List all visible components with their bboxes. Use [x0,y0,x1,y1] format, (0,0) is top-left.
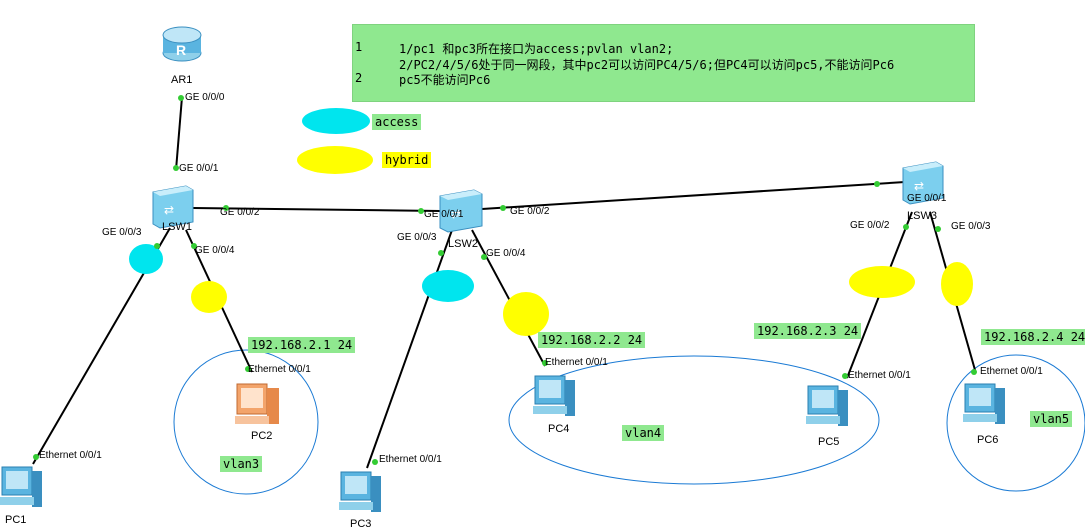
note-line: 2/PC2/4/5/6处于同一网段，其中pc2可以访问PC4/5/6;但PC4可… [399,58,895,72]
vlan3-ellipse [173,349,319,495]
device-label-lsw2: LSW2 [448,238,478,250]
port-dot [903,224,909,230]
switch-icon[interactable]: ⇄ [902,161,944,205]
note-line-number: 1 [355,40,363,54]
link-lsw2-lsw3 [481,181,906,210]
marker-lsw2-g004-hybrid [503,292,549,336]
port-dot [935,226,941,232]
pc-icon[interactable] [533,375,575,416]
ip-label: 192.168.2.1 24 [248,337,356,353]
port-label: GE 0/0/1 [424,209,464,220]
device-label-pc5: PC5 [818,436,840,448]
port-label: Ethernet 0/0/1 [980,366,1043,377]
port-dot [173,165,179,171]
port-label: GE 0/0/2 [510,206,550,217]
port-dot [191,243,197,249]
device-label-pc4: PC4 [548,423,570,435]
marker-lsw3-g002-hybrid [849,266,915,298]
port-dot [971,369,977,375]
device-label-ar1: AR1 [171,74,193,86]
legend-access-label: access [372,114,422,130]
marker-lsw3-g003-hybrid [941,262,973,306]
link-ar1-lsw1 [175,96,183,171]
port-label: Ethernet 0/0/1 [248,364,311,375]
marker-lsw1-g004-hybrid [191,281,227,313]
note-line: pc5不能访问Pc6 [399,73,491,87]
marker-lsw2-g003-access [422,270,474,302]
port-label: GE 0/0/3 [397,232,437,243]
port-dot [223,205,229,211]
svg-text:⇄: ⇄ [914,179,924,193]
link-lsw2-pc3 [366,229,453,469]
port-dot [418,208,424,214]
vlan4-ellipse [508,355,880,485]
port-label: GE 0/0/3 [102,227,142,238]
port-dot [842,373,848,379]
port-label: GE 0/0/0 [185,92,225,103]
port-dot [874,181,880,187]
pc-icon[interactable] [339,471,381,512]
port-dot [542,360,548,366]
link-lsw2-pc4 [471,229,546,367]
ip-label: 192.168.2.4 24 [981,329,1085,345]
port-label: GE 0/0/4 [195,245,235,256]
port-dot [372,459,378,465]
port-label: GE 0/0/4 [486,248,526,259]
switch-icon[interactable]: ⇄ [152,185,194,229]
router-icon[interactable]: R [162,26,202,62]
port-label: Ethernet 0/0/1 [848,370,911,381]
device-label-lsw3: LSW3 [907,210,937,222]
port-dot [33,454,39,460]
port-label: Ethernet 0/0/1 [379,454,442,465]
port-label: GE 0/0/2 [220,207,260,218]
note-box: 1 1/pc1 和pc3所在接口为access;pvlan vlan2; 2/P… [352,24,975,102]
port-dot [154,243,160,249]
port-dot [245,366,251,372]
device-label-lsw1: LSW1 [162,221,192,233]
vlan5-ellipse [946,354,1085,492]
port-label: GE 0/0/3 [951,221,991,232]
port-label: GE 0/0/1 [179,163,219,174]
device-label-pc3: PC3 [350,518,372,530]
pc-icon[interactable] [963,383,1005,424]
device-label-pc1: PC1 [5,514,27,526]
svg-text:⇄: ⇄ [164,203,174,217]
port-label: GE 0/0/2 [850,220,890,231]
legend-access-swatch [302,108,370,134]
port-dot [500,205,506,211]
vlan-label: vlan3 [220,456,263,472]
port-dot [438,250,444,256]
link-lsw1-lsw2 [192,207,441,212]
port-dot [481,254,487,260]
note-line-number: 2 [355,71,363,85]
port-label: Ethernet 0/0/1 [545,357,608,368]
note-line: 1/pc1 和pc3所在接口为access;pvlan vlan2; [399,42,674,56]
svg-text:R: R [176,42,186,58]
switch-icon[interactable]: ⇄ [439,189,483,233]
legend-hybrid-swatch [297,146,373,174]
port-label: Ethernet 0/0/1 [39,450,102,461]
legend-hybrid-label: hybrid [382,152,432,168]
ip-label: 192.168.2.3 24 [754,323,862,339]
port-dot [178,95,184,101]
vlan-label: vlan4 [622,425,665,441]
ip-label: 192.168.2.2 24 [538,332,646,348]
vlan-label: vlan5 [1030,411,1073,427]
pc-icon[interactable] [235,383,279,424]
port-label: GE 0/0/1 [907,193,947,204]
device-label-pc2: PC2 [251,430,273,442]
pc-icon[interactable] [806,385,848,426]
marker-lsw1-g003-access [129,244,163,274]
pc-icon[interactable] [0,466,42,507]
svg-text:⇄: ⇄ [451,207,461,221]
device-label-pc6: PC6 [977,434,999,446]
